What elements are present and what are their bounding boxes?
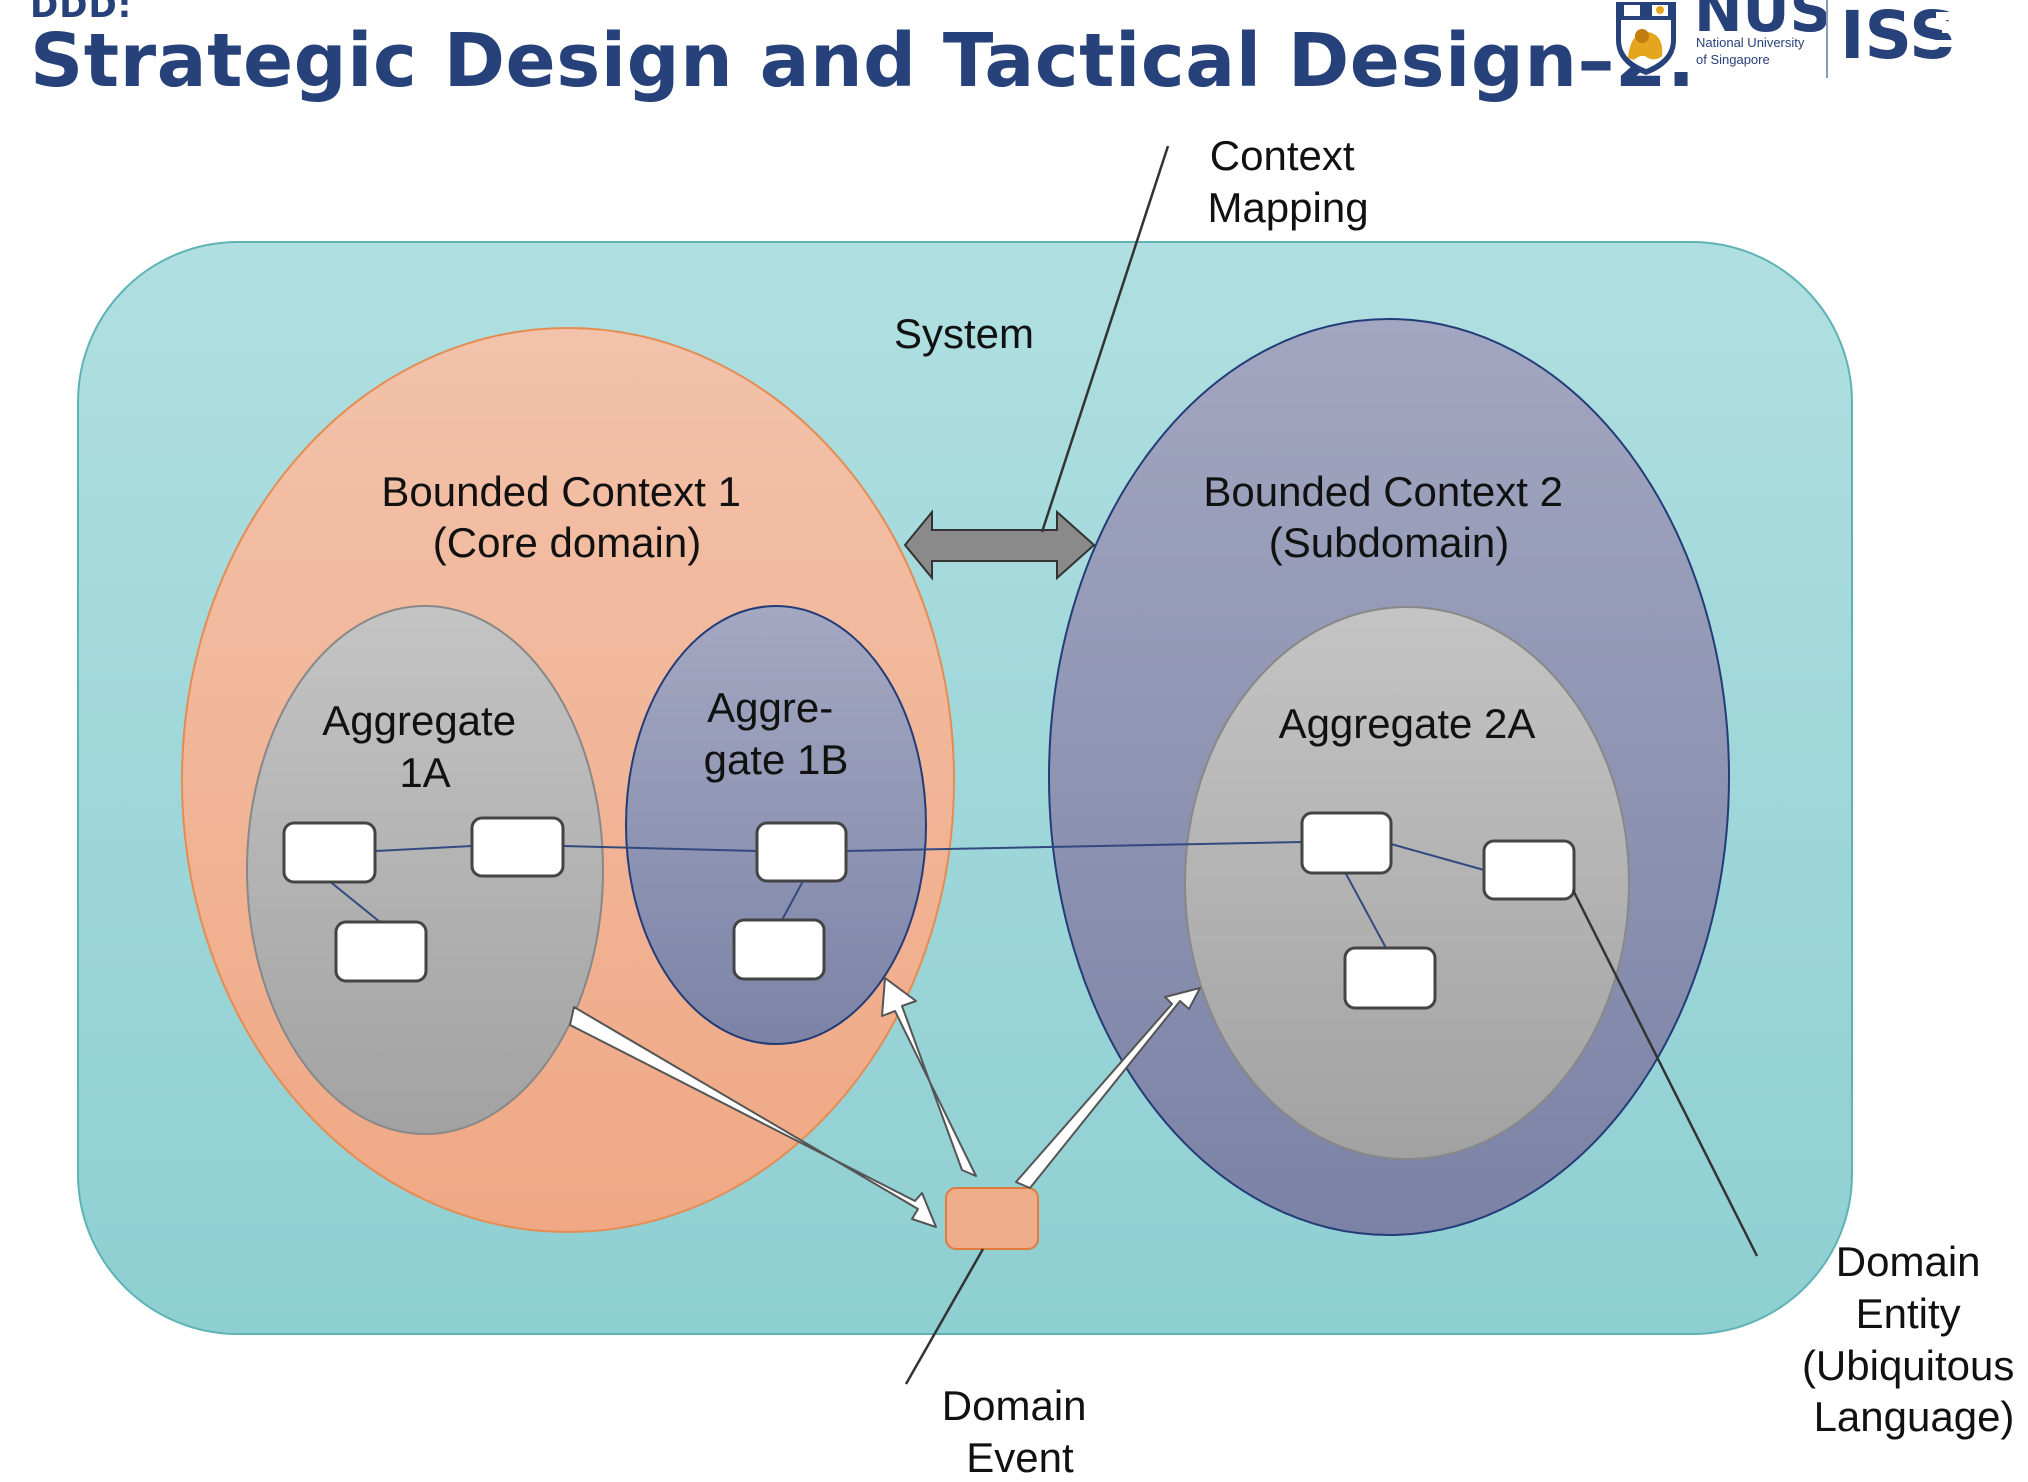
aggregate-1b-label: Aggre- gate 1B bbox=[704, 684, 849, 783]
callout-lines bbox=[904, 145, 1759, 1385]
arrow-1a-to-event bbox=[569, 1006, 937, 1228]
aggregate-2a bbox=[1184, 606, 1630, 1160]
nus-wordmark: NUS bbox=[1694, 0, 1832, 45]
entity-1b-1 bbox=[755, 821, 848, 883]
svg-text:ISS: ISS bbox=[1840, 0, 1957, 70]
entity-connectors bbox=[327, 841, 1485, 949]
bounded-context-1-label: Bounded Context 1 (Core domain) bbox=[381, 468, 752, 566]
entity-1a-3 bbox=[334, 920, 428, 983]
domain-event-box bbox=[945, 1187, 1039, 1250]
bounded-context-2-label: Bounded Context 2 (Subdomain) bbox=[1203, 468, 1574, 566]
entity-2a-3 bbox=[1343, 946, 1437, 1010]
aggregate-1a-label: Aggregate 1A bbox=[322, 697, 528, 796]
system-label: System bbox=[894, 310, 1034, 357]
logo-area: NUS National University of Singapore ISS bbox=[1600, 0, 2028, 90]
entity-1b-2 bbox=[732, 918, 826, 981]
nus-subtitle-line2: of Singapore bbox=[1696, 52, 1770, 67]
entity-2a-1 bbox=[1300, 811, 1393, 875]
context-mapping-arrow bbox=[903, 509, 1096, 581]
aggregate-1a bbox=[246, 605, 604, 1135]
domain-entity-label: Domain Entity (Ubiquitous Language) bbox=[1802, 1238, 2026, 1440]
arrow-event-to-2a bbox=[1015, 987, 1201, 1189]
entity-2a-2 bbox=[1482, 839, 1576, 901]
nus-subtitle-line1: National University bbox=[1696, 35, 1805, 50]
context-mapping-label: Context Mapping bbox=[1207, 132, 1368, 231]
header-kicker: DDD: bbox=[30, 0, 133, 26]
nus-crest-logo bbox=[1616, 2, 1676, 75]
arrow-event-to-1b bbox=[881, 977, 977, 1177]
page-title: Strategic Design and Tactical Design–2. bbox=[30, 18, 1696, 104]
event-flow-arrows bbox=[569, 977, 1201, 1228]
entity-1a-1 bbox=[282, 821, 377, 884]
domain-event-label: Domain Event bbox=[942, 1382, 1098, 1481]
aggregate-2a-label: Aggregate 2A bbox=[1279, 700, 1536, 747]
entity-1a-2 bbox=[470, 816, 565, 878]
iss-logo: ISS bbox=[1840, 0, 1976, 70]
logo-divider bbox=[1826, 0, 1828, 78]
